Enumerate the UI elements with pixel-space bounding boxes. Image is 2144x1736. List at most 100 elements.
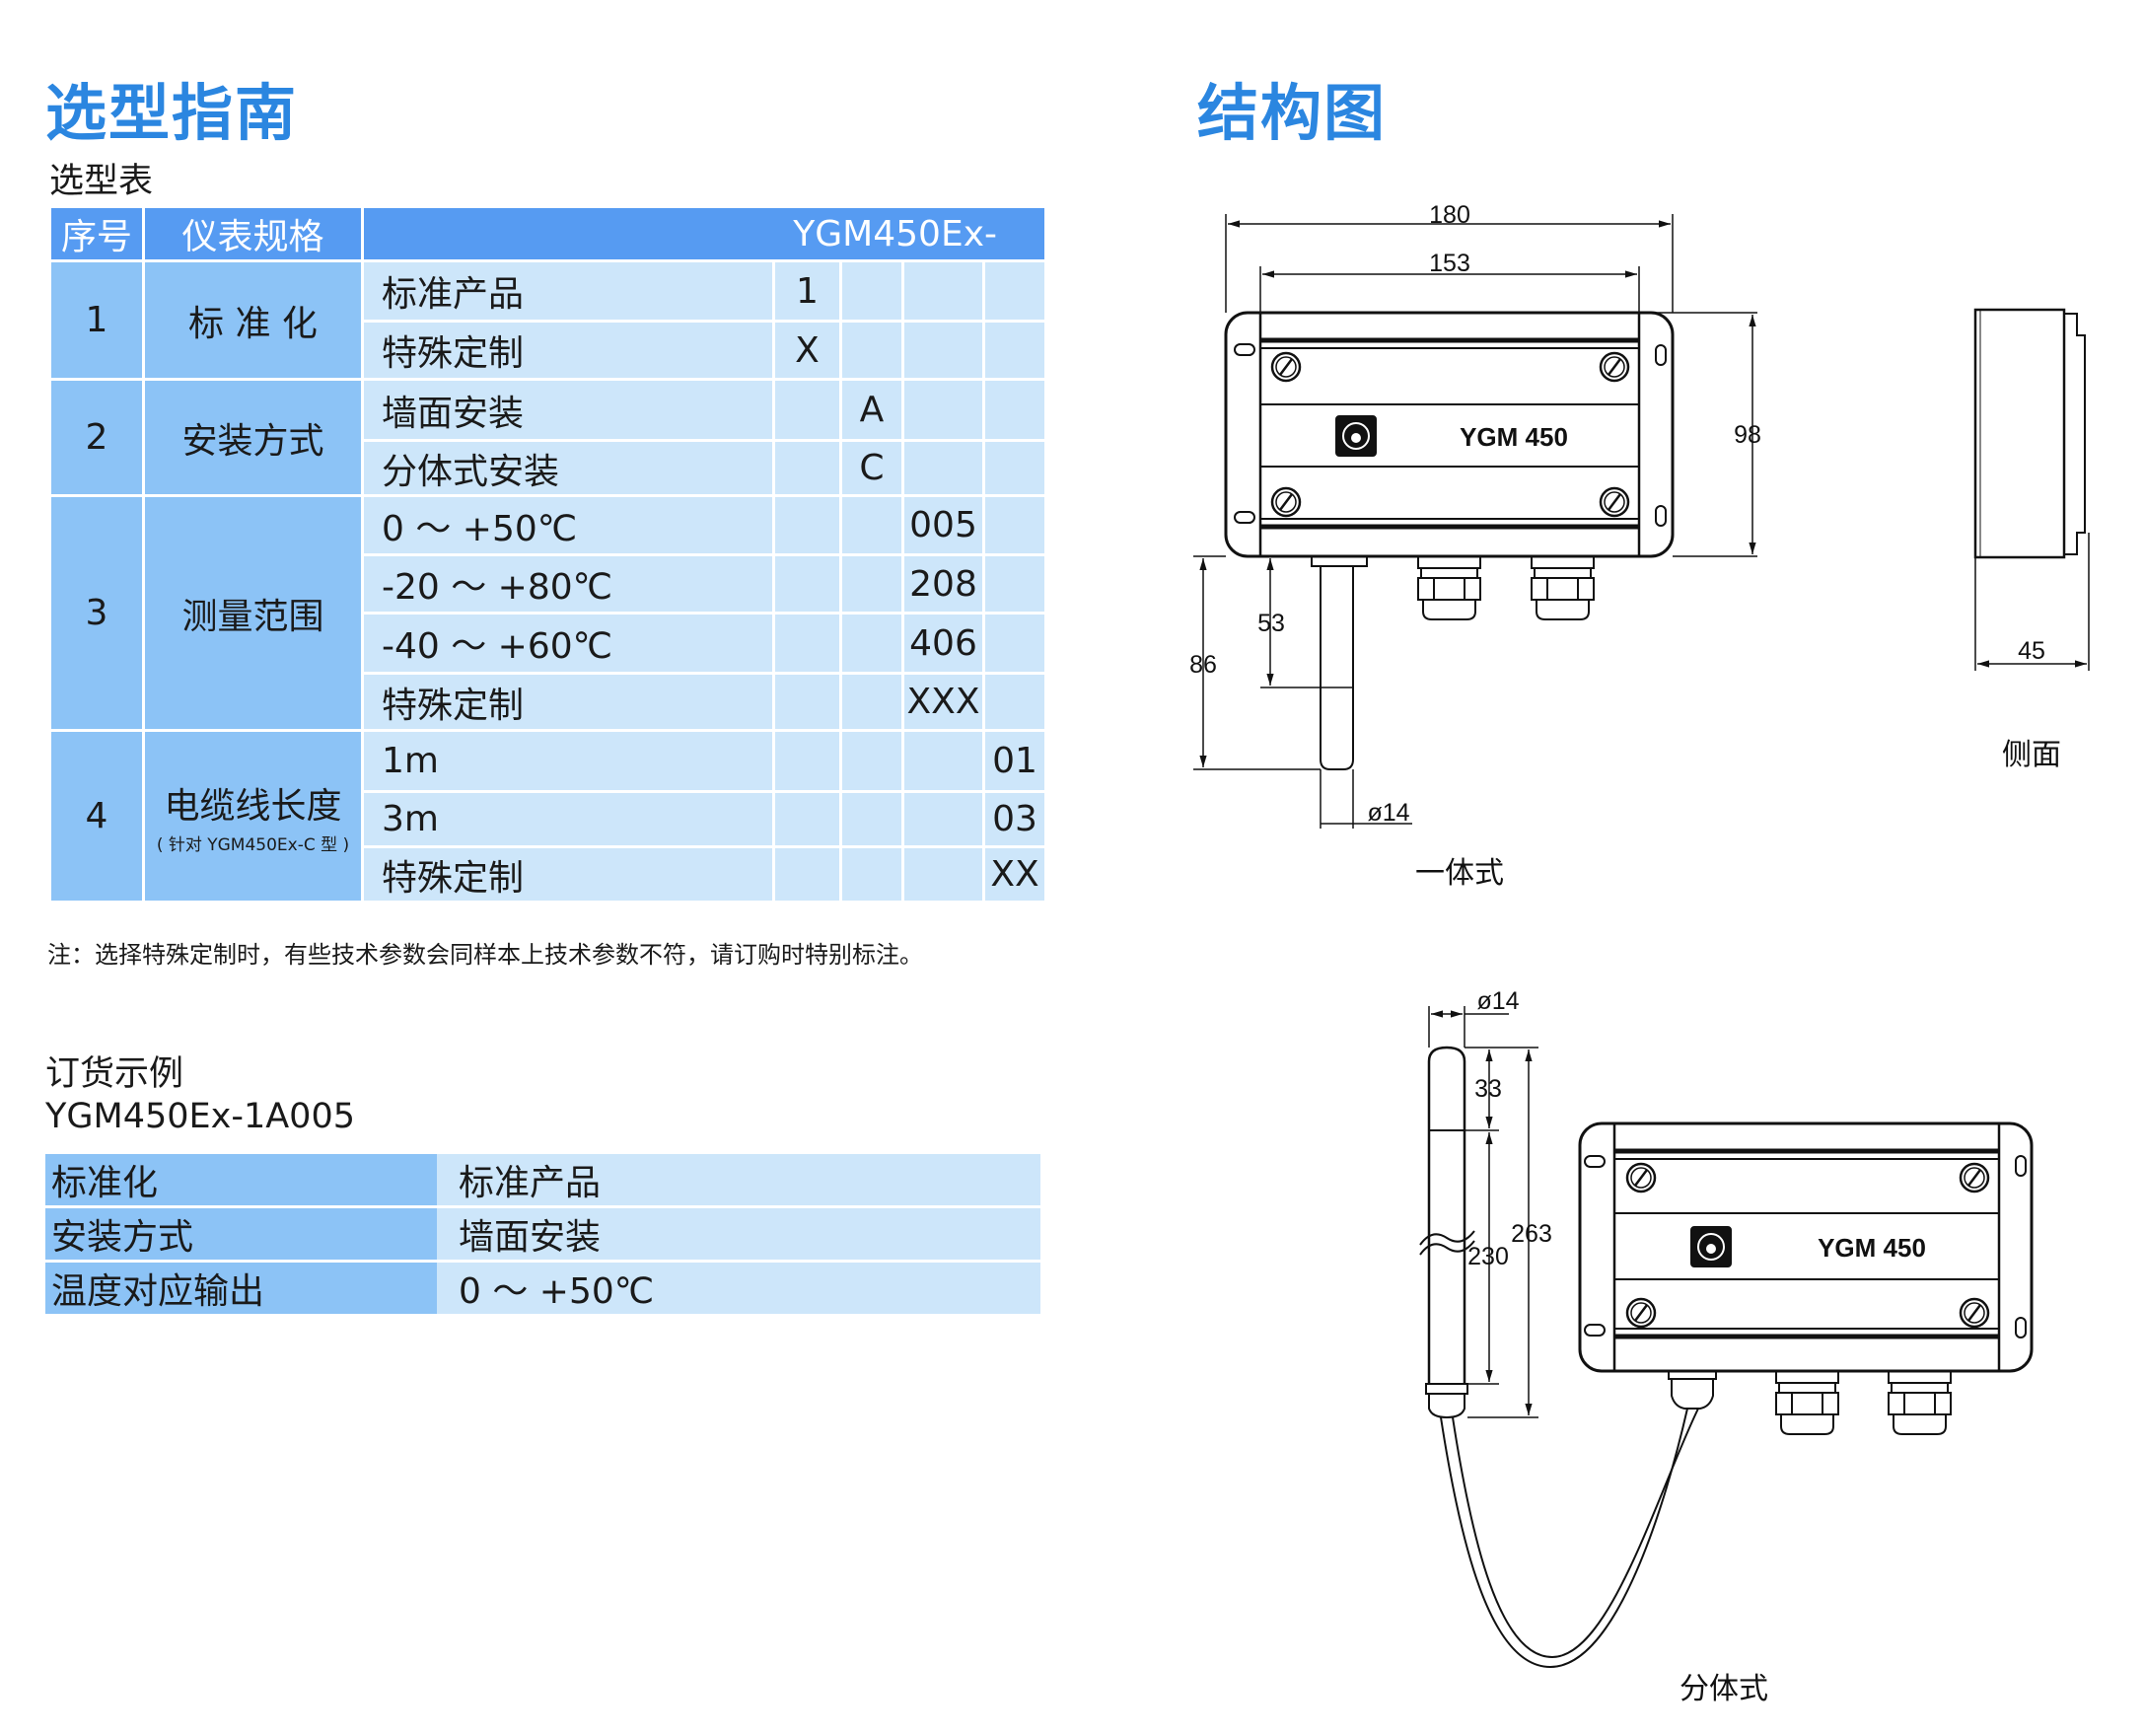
svg-text:33: 33: [1474, 1075, 1502, 1103]
option-code: 1: [772, 259, 842, 323]
empty-cell: [901, 259, 985, 323]
option-code: A: [839, 378, 904, 442]
integrated-device-drawing: YGM 450 180 153 98 5: [1189, 201, 1761, 890]
empty-cell: [982, 672, 1047, 732]
option-label: 0 ～ +50℃: [361, 494, 775, 556]
structure-title: 结构图: [1197, 77, 1388, 149]
empty-cell: [772, 553, 842, 615]
order-value: 标准产品: [437, 1151, 1040, 1207]
table-row: -40 ～ +60℃ 406: [50, 612, 1047, 675]
table-row: 安装方式墙面安装: [45, 1205, 1040, 1262]
empty-cell: [839, 320, 904, 381]
empty-cell: [772, 672, 842, 732]
empty-cell: [982, 494, 1047, 556]
empty-cell: [901, 729, 985, 793]
option-label: 特殊定制: [361, 672, 775, 732]
empty-cell: [839, 259, 904, 323]
empty-cell: [772, 494, 842, 556]
device-label: YGM 450: [1460, 422, 1568, 452]
empty-cell: [772, 378, 842, 442]
svg-text:分体式: 分体式: [1679, 1673, 1768, 1705]
option-label: -40 ～ +60℃: [361, 612, 775, 675]
empty-cell: [839, 612, 904, 675]
empty-cell: [772, 612, 842, 675]
svg-text:230: 230: [1467, 1243, 1509, 1270]
option-label: 特殊定制: [361, 845, 775, 904]
group-name: 电缆线长度 ( 针对 YGM450Ex-C 型 ): [142, 729, 364, 904]
empty-cell: [839, 494, 904, 556]
empty-cell: [772, 790, 842, 848]
table-header: 序号 仪表规格 YGM450Ex-: [48, 205, 1047, 262]
empty-cell: [901, 320, 985, 381]
group-name-text: 安装方式: [181, 420, 324, 462]
order-example-code: YGM450Ex-1A005: [45, 1097, 355, 1136]
svg-text:一体式: 一体式: [1415, 857, 1504, 890]
group-name-text: 标 准 化: [188, 303, 318, 344]
header-spec: 仪表规格: [142, 205, 364, 262]
option-label: 3m: [361, 790, 775, 848]
empty-cell: [901, 845, 985, 904]
option-code: 03: [982, 790, 1047, 848]
selection-guide-title: 选型指南: [45, 77, 299, 149]
device-label: YGM 450: [1818, 1233, 1926, 1263]
option-label: -20 ～ +80℃: [361, 553, 775, 615]
svg-text:ø14: ø14: [1367, 799, 1409, 827]
option-label: 分体式安装: [361, 439, 775, 497]
order-value: 墙面安装: [437, 1205, 1040, 1262]
empty-cell: [839, 729, 904, 793]
order-value: 0 ～ +50℃: [437, 1260, 1040, 1314]
option-code: 208: [901, 553, 985, 615]
empty-cell: [772, 439, 842, 497]
group-number: 1: [48, 259, 145, 381]
option-code: 01: [982, 729, 1047, 793]
side-view-drawing: 45 侧面: [1973, 308, 2090, 771]
header-no: 序号: [48, 205, 145, 262]
svg-text:ø14: ø14: [1476, 987, 1519, 1015]
empty-cell: [982, 378, 1047, 442]
svg-text:263: 263: [1511, 1220, 1552, 1248]
group-number: 2: [48, 378, 145, 497]
option-code: XXX: [901, 672, 985, 732]
option-code: XX: [982, 845, 1047, 904]
group-note: ( 针对 YGM450Ex-C 型 ): [156, 835, 350, 855]
option-code: C: [839, 439, 904, 497]
empty-cell: [901, 378, 985, 442]
svg-text:53: 53: [1257, 610, 1285, 637]
note-text: 注：选择特殊定制时，有些技术参数会同样本上技术参数不符，请订购时特别标注。: [47, 941, 923, 969]
order-key: 安装方式: [45, 1205, 437, 1262]
empty-cell: [901, 439, 985, 497]
group-number: 4: [48, 729, 145, 904]
svg-text:98: 98: [1734, 421, 1761, 449]
empty-cell: [982, 553, 1047, 615]
order-key: 温度对应输出: [45, 1260, 437, 1314]
table-row: 分体式安装 C: [50, 439, 1047, 497]
svg-text:45: 45: [2018, 637, 2045, 665]
sensor-badge-icon: [1335, 415, 1377, 457]
order-key: 标准化: [45, 1151, 437, 1207]
empty-cell: [839, 553, 904, 615]
table-row: -20 ～ +80℃ 208: [50, 553, 1047, 615]
empty-cell: [772, 729, 842, 793]
svg-text:86: 86: [1189, 651, 1217, 679]
group-name: 标 准 化: [142, 259, 364, 381]
empty-cell: [839, 672, 904, 732]
option-label: 特殊定制: [361, 320, 775, 381]
header-code: YGM450Ex-: [361, 205, 1047, 262]
empty-cell: [839, 845, 904, 904]
group-name: 安装方式: [142, 378, 364, 497]
split-device-drawing: YGM 450 ø14: [1419, 987, 2034, 1705]
group-name-text: 电缆线长度: [164, 786, 342, 827]
empty-cell: [982, 259, 1047, 323]
option-code: 406: [901, 612, 985, 675]
order-example-title: 订货示例: [45, 1054, 184, 1094]
group-name: 测量范围: [142, 494, 364, 732]
empty-cell: [982, 320, 1047, 381]
